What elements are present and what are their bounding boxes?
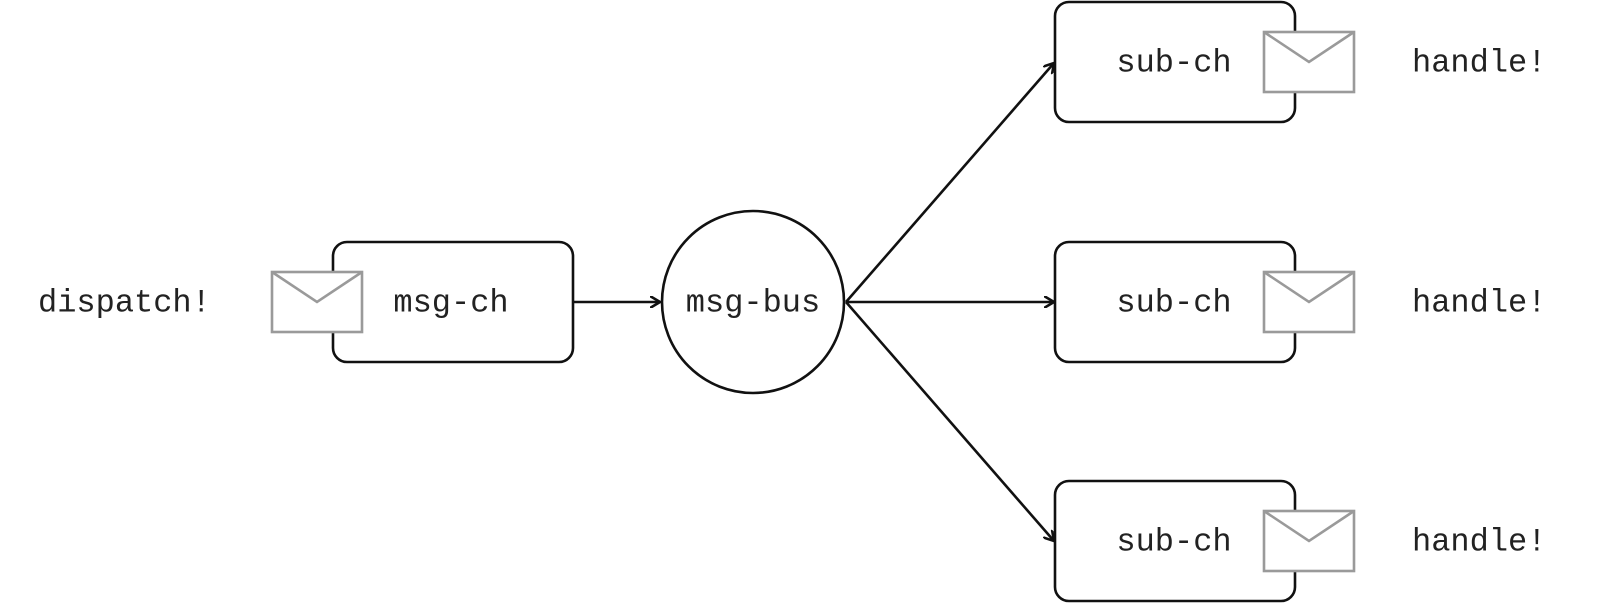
- sub-ch-label: sub-ch: [1116, 523, 1231, 560]
- msg-ch-label: msg-ch: [393, 284, 508, 321]
- subscriber-node: sub-ch handle!: [1053, 479, 1546, 603]
- envelope-icon: [1262, 509, 1356, 573]
- sub-ch-label: sub-ch: [1116, 284, 1231, 321]
- dispatch-label: dispatch!: [38, 284, 211, 321]
- handle-label: handle!: [1412, 284, 1546, 321]
- source-node: dispatch! msg-ch: [38, 240, 575, 364]
- edge-msg-bus-to-sub-ch-1: [845, 63, 1054, 303]
- handle-label: handle!: [1412, 523, 1546, 560]
- envelope-icon: [270, 270, 364, 334]
- bus-node: msg-bus: [660, 209, 846, 395]
- subscriber-node: sub-ch handle!: [1053, 0, 1546, 124]
- edge-msg-bus-to-sub-ch-3: [845, 301, 1054, 541]
- msg-bus-label: msg-bus: [686, 284, 820, 321]
- envelope-icon: [1262, 30, 1356, 94]
- handle-label: handle!: [1412, 44, 1546, 81]
- subscriber-node: sub-ch handle!: [1053, 240, 1546, 364]
- msg-bus-circle: [660, 209, 846, 395]
- envelope-icon: [1262, 270, 1356, 334]
- sub-ch-label: sub-ch: [1116, 44, 1231, 81]
- edges: [574, 63, 1054, 541]
